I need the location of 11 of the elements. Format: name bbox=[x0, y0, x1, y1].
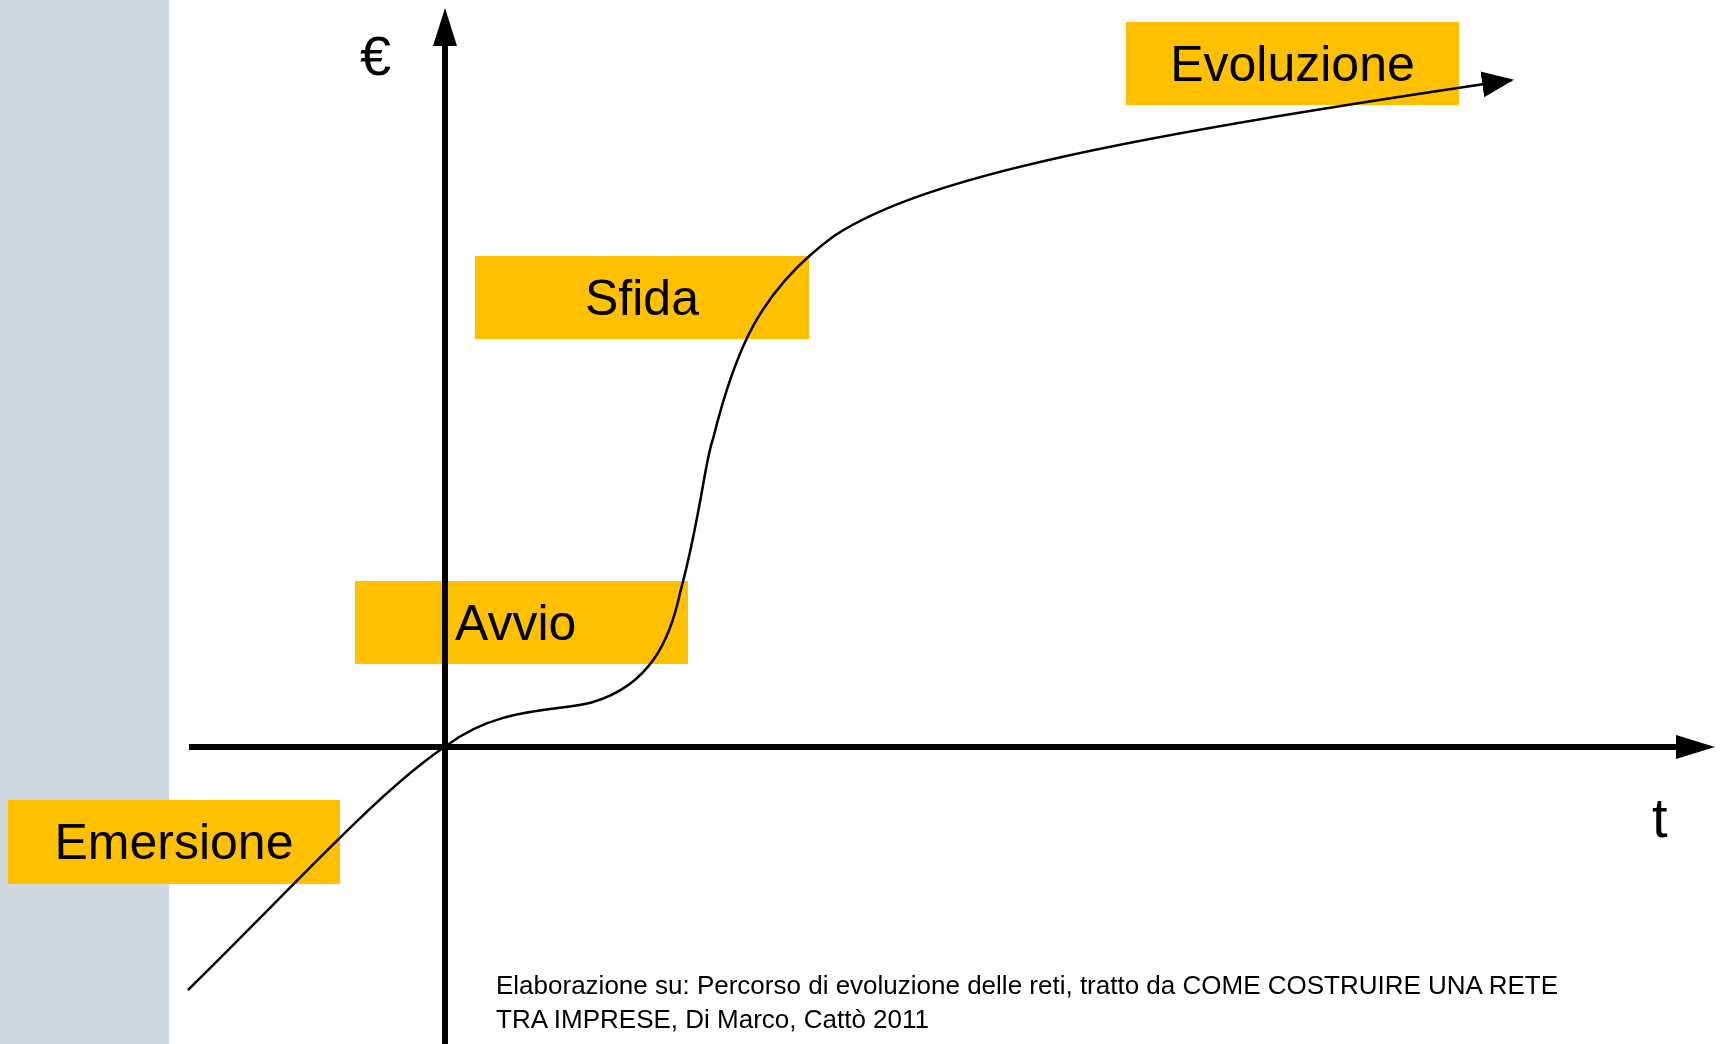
source-caption: Elaborazione su: Percorso di evoluzione delle reti, tratto da COME COSTRUIRE UNA RETE TRA IMPRESE, Di Marco, Cattò 2011 bbox=[496, 969, 1560, 1036]
axis-label: € bbox=[360, 28, 392, 84]
phase-box bbox=[1126, 22, 1459, 105]
phase-label: Emersione bbox=[54, 813, 294, 871]
phase-box bbox=[475, 256, 809, 339]
phase-box bbox=[8, 800, 340, 884]
phase-label: Avvio bbox=[455, 593, 577, 652]
phase-label: Sfida bbox=[585, 268, 699, 327]
phase-box bbox=[355, 581, 688, 664]
phase-label: Evoluzione bbox=[1170, 34, 1415, 93]
axis-label: t bbox=[1652, 790, 1668, 846]
